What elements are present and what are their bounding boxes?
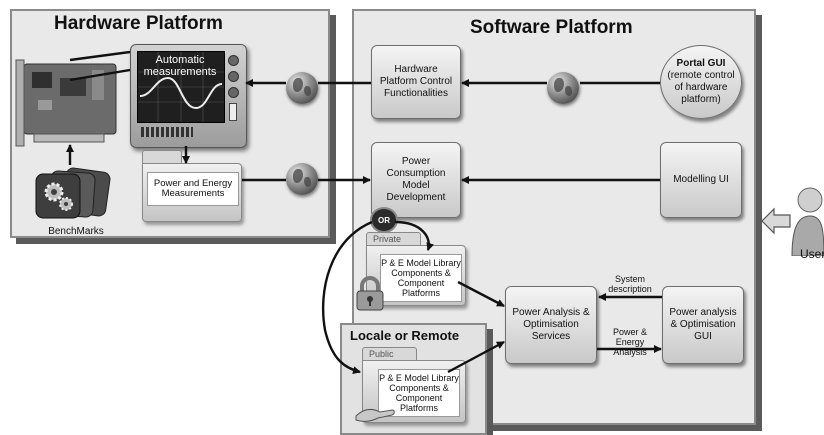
padlock-icon xyxy=(356,276,384,311)
public-tab: Public xyxy=(362,347,417,361)
benchmarks-label: BenchMarks xyxy=(48,226,104,237)
arrow-left-icon xyxy=(761,207,791,235)
portal-gui-node[interactable]: Portal GUI (remote control of hardware p… xyxy=(660,45,742,119)
locale-remote-title: Locale or Remote xyxy=(350,328,460,343)
portal-gui-subtitle: (remote control of hardware platform) xyxy=(667,70,735,105)
monitor-label: Automatic measurements xyxy=(143,54,217,78)
portal-gui-title: Portal GUI xyxy=(676,58,726,69)
modelling-ui-node[interactable]: Modelling UI xyxy=(660,142,742,218)
globe-icon xyxy=(547,72,579,104)
power-energy-measurements-label: Power and Energy Measurements xyxy=(147,172,239,206)
hand-icon xyxy=(355,408,395,422)
pci-card-icon xyxy=(15,59,117,147)
power-analysis-services-node[interactable]: Power Analysis & Optimisation Services xyxy=(505,286,597,364)
power-analysis-gui-node[interactable]: Power analysis & Optimisation GUI xyxy=(662,286,744,364)
benchmark-gears-icon xyxy=(35,167,111,219)
public-library-label: P & E Model Library Components & Compone… xyxy=(378,369,460,417)
user-icon xyxy=(791,187,824,256)
private-library-label: P & E Model Library Components & Compone… xyxy=(380,254,462,302)
power-energy-analysis-label: Power & Energy Analysis xyxy=(612,327,647,357)
globe-icon xyxy=(286,163,318,195)
private-tab: Private xyxy=(366,232,421,246)
hardware-platform-control-node[interactable]: Hardware Platform Control Functionalitie… xyxy=(371,45,461,119)
or-badge: OR xyxy=(370,207,398,233)
power-consumption-model-node[interactable]: Power Consumption Model Development xyxy=(371,142,461,218)
globe-icon xyxy=(286,72,318,104)
software-platform-title: Software Platform xyxy=(470,17,633,38)
system-description-label: System description xyxy=(608,274,652,294)
hardware-platform-title: Hardware Platform xyxy=(54,13,223,34)
user-label: User xyxy=(800,247,824,261)
monitor-icon: Automatic measurements xyxy=(130,44,247,148)
power-energy-measurements-folder[interactable]: Power and Energy Measurements xyxy=(142,150,242,222)
